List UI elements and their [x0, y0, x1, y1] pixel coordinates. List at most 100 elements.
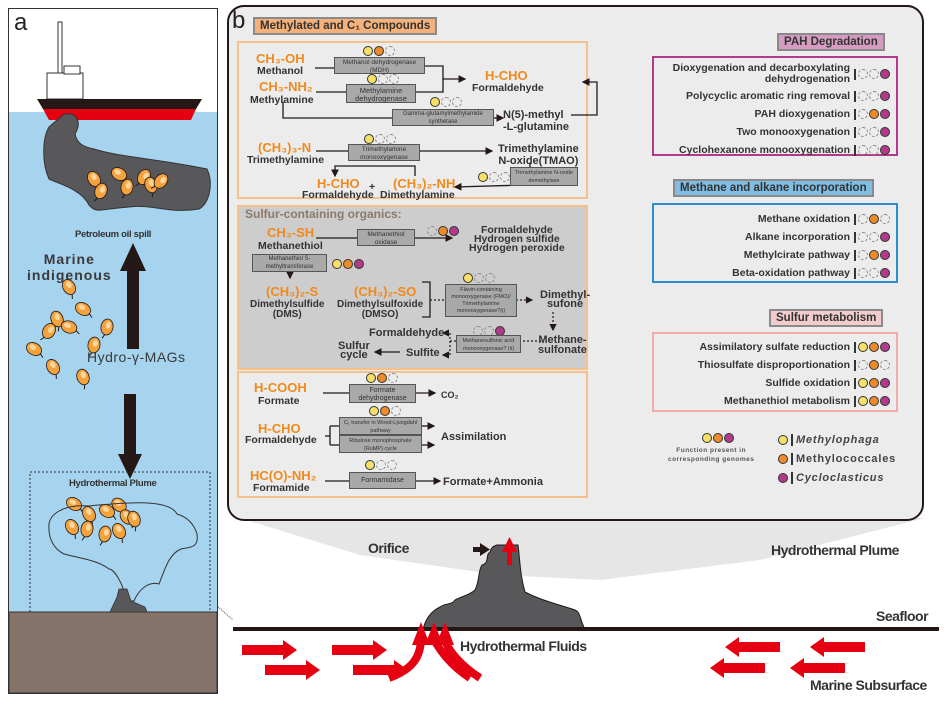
cycloclasticus-present-dot	[354, 259, 364, 269]
vent-flow-arrow-icon	[502, 537, 517, 565]
genome-dots	[367, 74, 399, 84]
methylophaga-present-dot	[858, 342, 868, 352]
panel-a-letter: a	[14, 9, 28, 36]
function-row: Methane oxidation	[654, 210, 890, 228]
methylococcales-present-dot	[374, 46, 384, 56]
oil-spill-label: Petroleum oil spill	[75, 229, 152, 240]
methylococcales-present-dot	[869, 378, 879, 388]
separator-bar	[854, 68, 856, 80]
function-row: Alkane incorporation	[654, 228, 890, 246]
separator-bar	[854, 359, 856, 371]
hydrothermal-fluids-label: Hydrothermal Fluids	[460, 638, 587, 654]
tmao-product: Trimethylamine N-oxide(TMAO)	[498, 143, 579, 167]
sulfur-cycle: Sulfur cycle	[338, 340, 370, 361]
bacterium-icon	[26, 342, 44, 358]
seafloor-label: Seafloor	[876, 608, 929, 624]
methanesulfonate: Methane- sulfonate	[538, 334, 587, 356]
function-row: Polycyclic aromatic ring removal	[654, 87, 890, 105]
function-label: Beta-oxidation pathway	[732, 266, 850, 279]
absent-dot	[485, 273, 495, 283]
methylococcales-present-dot	[869, 214, 879, 224]
sediment-layer	[9, 611, 217, 693]
legend-label: Cycloclasticus	[796, 471, 885, 484]
function-label: Assimilatory sulfate reduction	[699, 340, 850, 353]
seafloor-line	[233, 627, 939, 631]
enzyme-box: Methanesulfonic acid monooxygenase? (ii)	[456, 335, 521, 353]
absent-dot	[869, 69, 879, 79]
formaldehyde-name: Formaldehyde	[472, 82, 544, 94]
dms-name: Dimethylsulfide (DMS)	[250, 299, 325, 320]
sulfur-title: Sulfur metabolism	[769, 309, 884, 327]
vent-chimney-large	[422, 544, 586, 631]
enzyme-box: Trimethylamine N-oxide demethylase	[510, 167, 578, 186]
enzyme-box: Methanethiol S-methyltransferase	[252, 254, 327, 272]
absent-dot	[388, 373, 398, 383]
function-label: Methylcirate pathway	[743, 248, 850, 261]
methylophaga-legend-dot	[778, 434, 788, 445]
genome-dots	[858, 127, 890, 137]
absent-dot	[427, 226, 437, 236]
methylococcales-present-dot	[377, 373, 387, 383]
function-row: Beta-oxidation pathway	[654, 264, 890, 282]
methylococcales-present-dot	[380, 406, 390, 416]
oxidase-products: Formaldehyde Hydrogen sulfide Hydrogen p…	[469, 224, 565, 254]
hydrothermal-plume-label: Hydrothermal Plume	[771, 542, 899, 558]
plume-cloud	[48, 502, 198, 602]
enzyme-box: Methylamine dehydrogenase	[346, 84, 416, 103]
absent-dot	[858, 69, 868, 79]
genome-dots	[858, 69, 890, 79]
cycloclasticus-present-dot	[880, 378, 890, 388]
separator-bar	[854, 249, 856, 261]
mags-label: Hydro-γ-MAGs	[87, 349, 186, 365]
up-arrow-icon	[120, 243, 146, 349]
methylophaga-present-dot	[366, 373, 376, 383]
methylophaga-present-dot	[858, 378, 868, 388]
sulfite-product: Sulfite	[406, 347, 440, 359]
cycloclasticus-present-dot	[449, 226, 459, 236]
cycloclasticus-present-dot	[880, 250, 890, 260]
methylophaga-present-dot	[364, 134, 374, 144]
methylococcales-legend-dot	[778, 453, 788, 464]
genome-dots	[363, 46, 395, 56]
separator-bar	[791, 433, 793, 446]
methylophaga-present-dot	[463, 273, 473, 283]
absent-dot	[858, 109, 868, 119]
function-row: Dioxygenation and decarboxylating dehydr…	[654, 61, 890, 87]
methylated-box	[237, 41, 588, 199]
absent-dot	[391, 406, 401, 416]
methylococcales-present-dot	[869, 396, 879, 406]
methylococcales-present-dot	[343, 259, 353, 269]
methylophaga-present-dot	[430, 97, 440, 107]
bacterium-icon	[62, 279, 76, 299]
oil-spill-blob	[43, 113, 211, 211]
function-label: Sulfide oxidation	[765, 376, 850, 389]
separator-bar	[791, 452, 793, 465]
enzyme-box: Methanol dehydrogenase (MDH)	[334, 57, 425, 74]
formaldehyde3-name: Formaldehyde	[245, 434, 317, 446]
legend-dots	[702, 433, 734, 443]
methane-title: Methane and alkane incorporation	[673, 179, 874, 197]
bacterium-icon	[60, 320, 80, 335]
function-label: Thiosulfate disproportionation	[697, 358, 850, 371]
bacterium-icon	[99, 504, 117, 520]
cycloclasticus-present-dot	[880, 91, 890, 101]
absent-dot	[389, 74, 399, 84]
genome-dots	[858, 109, 890, 119]
separator-bar	[854, 395, 856, 407]
methanethiol-name: Methanethiol	[258, 240, 323, 252]
cycloclasticus-present-dot	[724, 433, 734, 443]
genome-dots	[366, 373, 398, 383]
formaldehyde2-name: Formaldehyde	[302, 189, 374, 201]
formaldehyde-product: Formaldehyde	[369, 327, 445, 339]
co2-product: CO₂	[441, 390, 459, 400]
separator-bar	[854, 126, 856, 138]
function-row: Sulfide oxidation	[654, 374, 890, 392]
enzyme-box: Trimethylamine monooxygenase	[348, 144, 420, 161]
cycloclasticus-present-dot	[880, 396, 890, 406]
trimethylamine-formula: (CH₃)₃-N	[258, 140, 312, 155]
legend-label: Methylococcales	[796, 452, 897, 465]
absent-dot	[858, 268, 868, 278]
function-label: Cyclohexanone monooxygenation	[679, 143, 850, 156]
panel-a-illustration	[9, 21, 217, 693]
